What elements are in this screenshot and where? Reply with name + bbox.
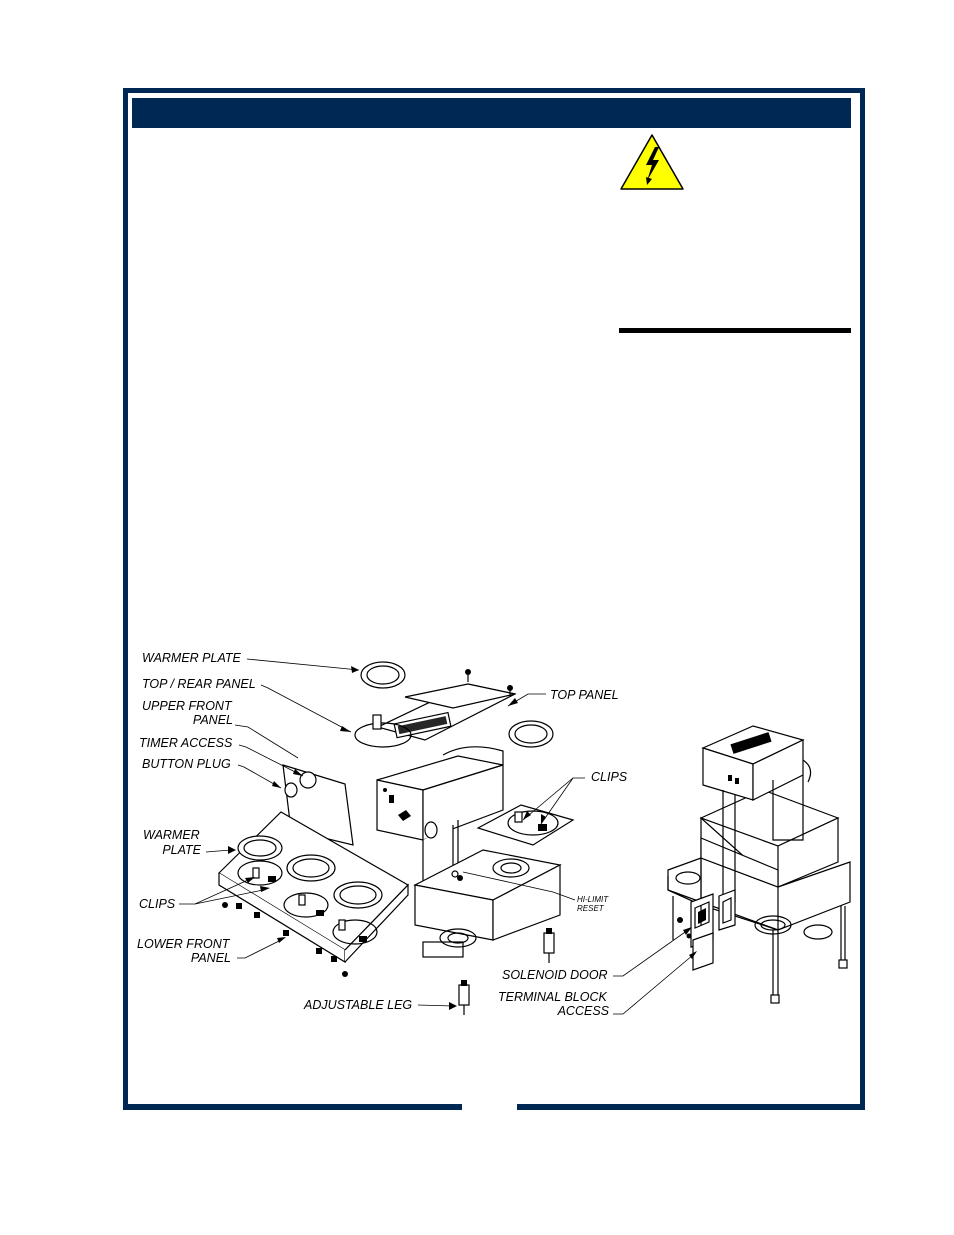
label-solenoid-door: SOLENOID DOOR [502, 968, 608, 982]
label-terminal-block-2: ACCESS [557, 1004, 610, 1018]
page-border-bottom-right [517, 1104, 865, 1110]
assembled-brewer [667, 725, 851, 1004]
clip-plate-right [476, 804, 575, 846]
label-top-rear-panel: TOP / REAR PANEL [142, 677, 256, 691]
button-plug [284, 782, 298, 798]
label-warmer-plate-top: WARMER PLATE [142, 651, 242, 665]
lower-front-panel [218, 811, 409, 977]
label-warmer-plate-left-2: PLATE [162, 843, 201, 857]
label-timer-access: TIMER ACCESS [139, 736, 233, 750]
label-warmer-plate-left-1: WARMER [143, 828, 200, 842]
header-bar [132, 98, 851, 128]
label-terminal-block-1: TERMINAL BLOCK [498, 990, 607, 1004]
section-divider [619, 328, 851, 333]
label-hi-limit-2: RESET [577, 904, 605, 913]
exploded-view-diagram: WARMER PLATE TOP / REAR PANEL TOP PANEL … [137, 651, 851, 1018]
label-adjustable-leg: ADJUSTABLE LEG [303, 998, 412, 1012]
page-border-bottom-left [123, 1104, 462, 1110]
label-upper-front-panel-2: PANEL [193, 713, 233, 727]
leader-lines [179, 658, 697, 1015]
adjustable-leg [458, 928, 555, 1015]
label-upper-front-panel-1: UPPER FRONT [142, 699, 233, 713]
label-clips-left: CLIPS [139, 897, 176, 911]
label-hi-limit-1: HI-LIMIT [577, 895, 609, 904]
label-top-panel: TOP PANEL [550, 688, 619, 702]
label-button-plug: BUTTON PLUG [142, 757, 231, 771]
page-border [123, 88, 865, 1110]
electrical-warning-icon [620, 134, 684, 190]
upper-body [376, 746, 504, 937]
top-panel-assembly [354, 669, 517, 748]
label-clips-right: CLIPS [591, 770, 628, 784]
lower-base [413, 849, 562, 958]
timer-access-hole [299, 771, 317, 789]
label-lower-front-panel-2: PANEL [191, 951, 231, 965]
label-lower-front-panel-1: LOWER FRONT [137, 937, 231, 951]
